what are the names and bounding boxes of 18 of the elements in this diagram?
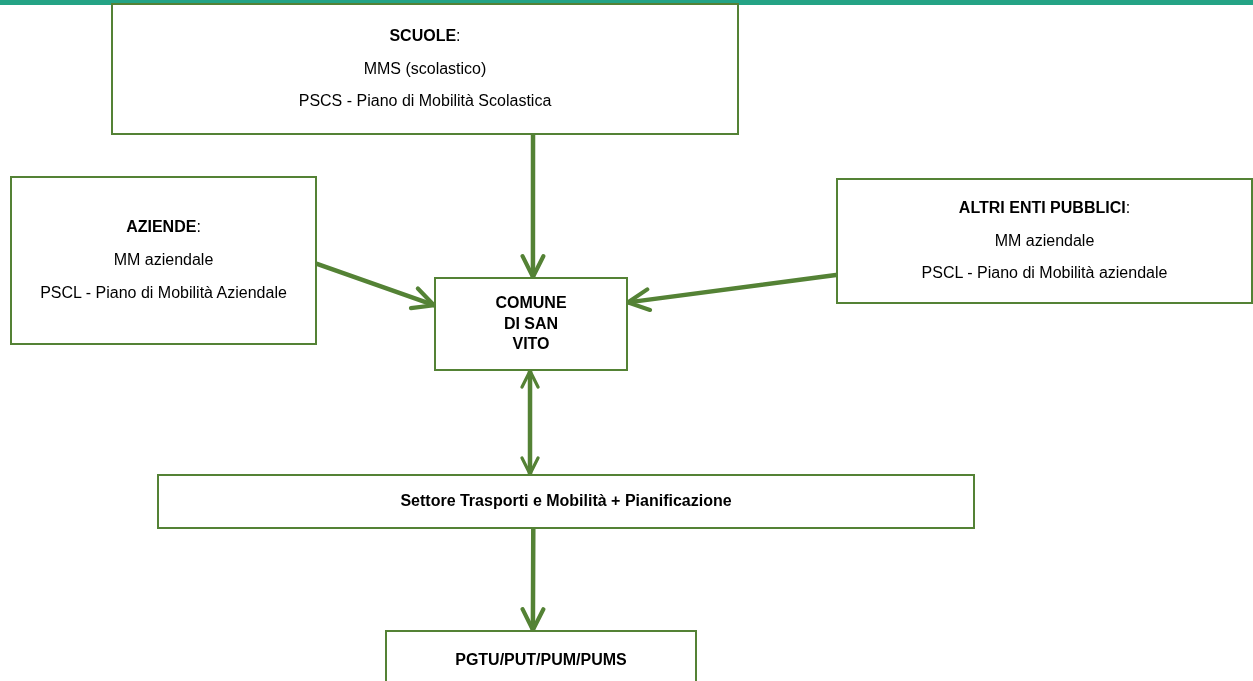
process-box (434, 277, 628, 371)
box-text: Settore Trasporti e Mobilità + Pianificazione (400, 491, 732, 512)
box-text: MMS (scolastico) (363, 58, 487, 79)
process-box (385, 630, 697, 681)
box-text: PSCL - Piano di Mobilità aziendale (921, 263, 1168, 284)
box-text: PSCS - Piano di Mobilità Scolastica (298, 91, 552, 112)
box-text: MM aziendale (994, 230, 1095, 251)
box-text: MM aziendale (113, 250, 214, 271)
process-box (10, 176, 317, 345)
box-heading: AZIENDE: (126, 217, 201, 238)
box-text: COMUNE DI SAN VITO (494, 292, 568, 355)
box-text: PGTU/PUT/PUM/PUMS (455, 649, 627, 670)
process-box (836, 178, 1253, 304)
process-box (157, 474, 975, 529)
box-text: PSCL - Piano di Mobilità Aziendale (40, 282, 287, 303)
box-heading: ALTRI ENTI PUBBLICI: (958, 197, 1131, 218)
process-box (111, 3, 739, 135)
box-heading: SCUOLE: (389, 25, 461, 46)
